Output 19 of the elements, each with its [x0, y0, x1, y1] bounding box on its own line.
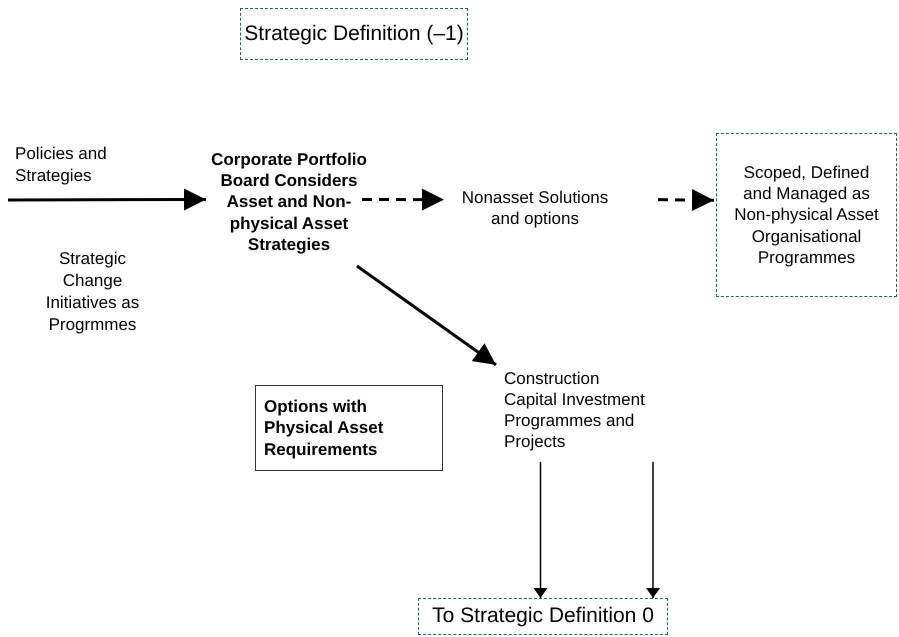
stage-box	[418, 598, 668, 635]
stage-box	[240, 8, 468, 60]
arrow	[658, 189, 714, 212]
box-text: Options with Physical Asset Requirements	[264, 396, 384, 460]
box-text: To Strategic Definition 0	[432, 603, 654, 630]
arrow	[534, 462, 548, 598]
box-text: Scoped, Defined and Managed as Non-physical Asset Organisational Programmes	[733, 162, 880, 268]
arrow	[8, 188, 206, 210]
arrow	[362, 188, 444, 211]
option-box	[255, 385, 443, 471]
arrow	[356, 264, 497, 366]
process-text: Construction Capital Investment Programmes and Projects	[504, 368, 646, 452]
process-text: Corporate Portfolio Board Considers Asset and Non-physical Asset Strategies	[210, 148, 368, 256]
arrow	[646, 462, 660, 598]
box-text: Strategic Definition (–1)	[244, 20, 464, 47]
process-text: Nonasset Solutions and options	[460, 186, 610, 230]
programme-box	[716, 133, 897, 297]
note-text: Policies and Strategies	[15, 143, 108, 188]
note-text: Strategic Change Initiatives as Progrmmes	[44, 248, 140, 336]
